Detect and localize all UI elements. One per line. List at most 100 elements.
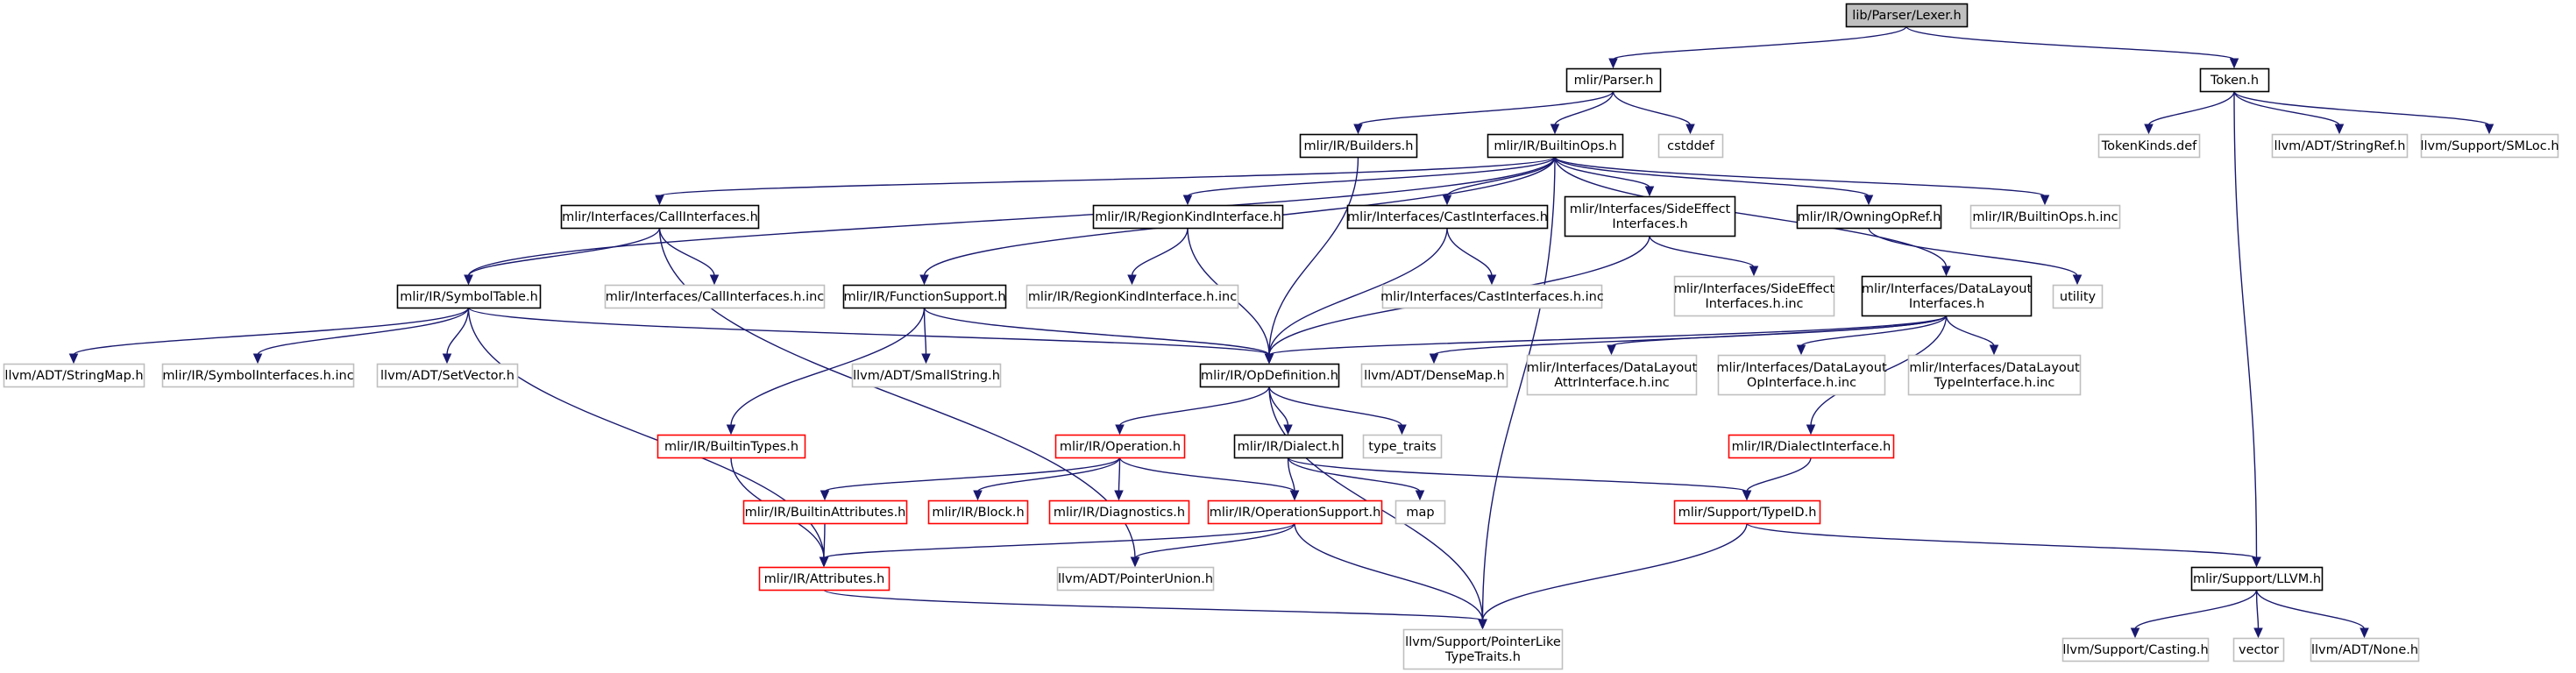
node-label: TokenKinds.def bbox=[2101, 139, 2197, 153]
edge-typeid-to-llvmh bbox=[1746, 522, 2261, 568]
edge-funcsupport-to-opdefinition bbox=[923, 307, 1274, 365]
node-label: mlir/Interfaces/CastInterfaces.h bbox=[1347, 210, 1548, 224]
node-callif[interactable]: mlir/Interfaces/CallInterfaces.h bbox=[560, 204, 760, 230]
edge-token-to-stringref bbox=[2233, 90, 2345, 135]
nodes-layer: lib/Parser/Lexer.h mlir/Parser.h Token.h ml… bbox=[3, 3, 2559, 670]
edge-llvmh-to-none bbox=[2255, 589, 2369, 639]
node-label: utility bbox=[2060, 290, 2097, 304]
node-owningopref[interactable]: mlir/IR/OwningOpRef.h bbox=[1796, 204, 1942, 230]
edge-symboltable-to-setvector bbox=[442, 307, 470, 365]
edge-token-to-smloc bbox=[2233, 90, 2494, 135]
node-builders[interactable]: mlir/IR/Builders.h bbox=[1299, 133, 1418, 159]
node-token[interactable]: Token.h bbox=[2199, 67, 2270, 93]
edge-dialect-to-map bbox=[1287, 457, 1425, 501]
edge-parser-to-builtinops bbox=[1550, 90, 1614, 135]
node-densemap: llvm/ADT/DenseMap.h bbox=[1360, 363, 1508, 388]
node-label: mlir/Interfaces/DataLayout bbox=[1862, 282, 2033, 296]
node-vector: vector bbox=[2232, 637, 2285, 662]
node-label: mlir/IR/BuiltinOps.h bbox=[1494, 139, 1616, 153]
node-label: Interfaces.h bbox=[1612, 217, 1687, 231]
edge-dialectif-to-typeid bbox=[1742, 457, 1812, 501]
node-sideeffectinc: mlir/Interfaces/SideEffectInterfaces.h.i… bbox=[1673, 275, 1835, 317]
node-regionkind[interactable]: mlir/IR/RegionKindInterface.h bbox=[1092, 204, 1284, 230]
edge-operation-to-diagnostics bbox=[1114, 457, 1124, 501]
node-label: mlir/IR/OpDefinition.h bbox=[1201, 369, 1338, 383]
node-castifinc: mlir/Interfaces/CastInterfaces.h.inc bbox=[1380, 284, 1604, 309]
node-diagnostics[interactable]: mlir/IR/Diagnostics.h bbox=[1048, 499, 1190, 525]
node-symboltable[interactable]: mlir/IR/SymbolTable.h bbox=[396, 284, 542, 309]
node-block[interactable]: mlir/IR/Block.h bbox=[927, 499, 1029, 525]
edge-parser-to-cstddef bbox=[1612, 90, 1695, 135]
node-label: mlir/IR/DialectInterface.h bbox=[1732, 440, 1891, 454]
edge-regionkind-to-regionkindinc bbox=[1127, 227, 1189, 286]
node-label: mlir/IR/BuiltinAttributes.h bbox=[745, 506, 906, 520]
node-castif[interactable]: mlir/Interfaces/CastInterfaces.h bbox=[1346, 204, 1549, 230]
node-label: map bbox=[1406, 506, 1434, 520]
node-label: llvm/ADT/StringRef.h bbox=[2274, 139, 2406, 153]
node-opdefinition[interactable]: mlir/IR/OpDefinition.h bbox=[1199, 363, 1340, 388]
node-label: mlir/IR/SymbolTable.h bbox=[400, 290, 538, 304]
edge-funcsupport-to-builtintypes bbox=[726, 307, 926, 436]
node-casting: llvm/Support/Casting.h bbox=[2062, 637, 2210, 662]
node-label: lib/Parser/Lexer.h bbox=[1852, 9, 1961, 23]
node-label: mlir/Parser.h bbox=[1574, 74, 1654, 88]
node-label: mlir/Interfaces/DataLayout bbox=[1909, 361, 2080, 375]
node-label: mlir/IR/Attributes.h bbox=[764, 572, 885, 586]
node-parser[interactable]: mlir/Parser.h bbox=[1565, 67, 1662, 93]
edge-callif-to-callifinc bbox=[658, 227, 720, 286]
node-stringmap: llvm/ADT/StringMap.h bbox=[3, 363, 145, 388]
node-builtintypes[interactable]: mlir/IR/BuiltinTypes.h bbox=[656, 434, 806, 459]
node-label: llvm/ADT/SetVector.h bbox=[380, 369, 514, 383]
node-label: mlir/IR/BuiltinTypes.h bbox=[664, 440, 798, 454]
edge-parser-to-builders bbox=[1353, 90, 1614, 135]
node-label: mlir/IR/Diagnostics.h bbox=[1054, 506, 1185, 520]
node-label: Interfaces.h.inc bbox=[1705, 297, 1803, 311]
node-label: mlir/Interfaces/SideEffect bbox=[1674, 282, 1835, 296]
node-label: mlir/Interfaces/CallInterfaces.h bbox=[562, 210, 758, 224]
node-ptrunion: llvm/ADT/PointerUnion.h bbox=[1056, 566, 1215, 592]
node-utility: utility bbox=[2052, 284, 2104, 309]
node-label: mlir/IR/BuiltinOps.h.inc bbox=[1972, 210, 2118, 224]
edge-operation-to-opsupport bbox=[1118, 457, 1300, 501]
edge-lexer-to-parser bbox=[1608, 25, 1907, 69]
edge-opsupport-to-ptrunion bbox=[1130, 522, 1295, 568]
node-dlattrinc: mlir/Interfaces/DataLayoutAttrInterface.… bbox=[1526, 354, 1697, 396]
edge-operation-to-builtinattrs bbox=[820, 457, 1121, 501]
edge-attributes-to-ptrlike bbox=[823, 589, 1487, 630]
node-label: mlir/IR/Dialect.h bbox=[1238, 440, 1340, 454]
node-tokenkinds: TokenKinds.def bbox=[2097, 133, 2201, 159]
node-typeid[interactable]: mlir/Support/TypeID.h bbox=[1673, 499, 1821, 525]
edge-operation-to-block bbox=[973, 457, 1121, 501]
node-regionkindinc: mlir/IR/RegionKindInterface.h.inc bbox=[1025, 284, 1239, 309]
node-callifinc: mlir/Interfaces/CallInterfaces.h.inc bbox=[604, 284, 826, 309]
node-operation[interactable]: mlir/IR/Operation.h bbox=[1054, 434, 1186, 459]
edge-token-to-tokenkinds bbox=[2144, 90, 2235, 135]
node-none: llvm/ADT/None.h bbox=[2310, 637, 2420, 662]
node-label: mlir/IR/RegionKindInterface.h bbox=[1095, 210, 1281, 224]
node-stringref: llvm/ADT/StringRef.h bbox=[2271, 133, 2409, 159]
node-dialect[interactable]: mlir/IR/Dialect.h bbox=[1233, 434, 1344, 459]
node-dialectif[interactable]: mlir/IR/DialectInterface.h bbox=[1728, 434, 1895, 459]
node-label: mlir/IR/SymbolInterfaces.h.inc bbox=[162, 369, 353, 383]
node-label: llvm/Support/Casting.h bbox=[2062, 643, 2208, 657]
node-builtinattrs[interactable]: mlir/IR/BuiltinAttributes.h bbox=[742, 499, 908, 525]
node-label: vector bbox=[2239, 643, 2279, 657]
node-llvmh[interactable]: mlir/Support/LLVM.h bbox=[2190, 566, 2324, 592]
node-opsupport[interactable]: mlir/IR/OperationSupport.h bbox=[1207, 499, 1383, 525]
node-label: llvm/ADT/DenseMap.h bbox=[1364, 369, 1505, 383]
node-label: mlir/Interfaces/CastInterfaces.h.inc bbox=[1380, 290, 1604, 304]
node-lexer: lib/Parser/Lexer.h bbox=[1845, 3, 1969, 28]
edge-typeid-to-ptrlike bbox=[1478, 522, 1748, 630]
node-label: mlir/IR/OperationSupport.h bbox=[1210, 506, 1381, 520]
edge-owningopref-to-utility bbox=[1868, 227, 2083, 286]
edge-symboltable-to-stringmap bbox=[68, 307, 470, 365]
node-funcsupport[interactable]: mlir/IR/FunctionSupport.h bbox=[842, 284, 1007, 309]
node-builtinops[interactable]: mlir/IR/BuiltinOps.h bbox=[1487, 133, 1624, 159]
node-attributes[interactable]: mlir/IR/Attributes.h bbox=[758, 566, 891, 592]
edge-symboltable-to-opdefinition bbox=[467, 307, 1274, 365]
node-label: type_traits bbox=[1368, 440, 1436, 454]
edge-builtinops-to-sideeffect bbox=[1554, 156, 1655, 197]
